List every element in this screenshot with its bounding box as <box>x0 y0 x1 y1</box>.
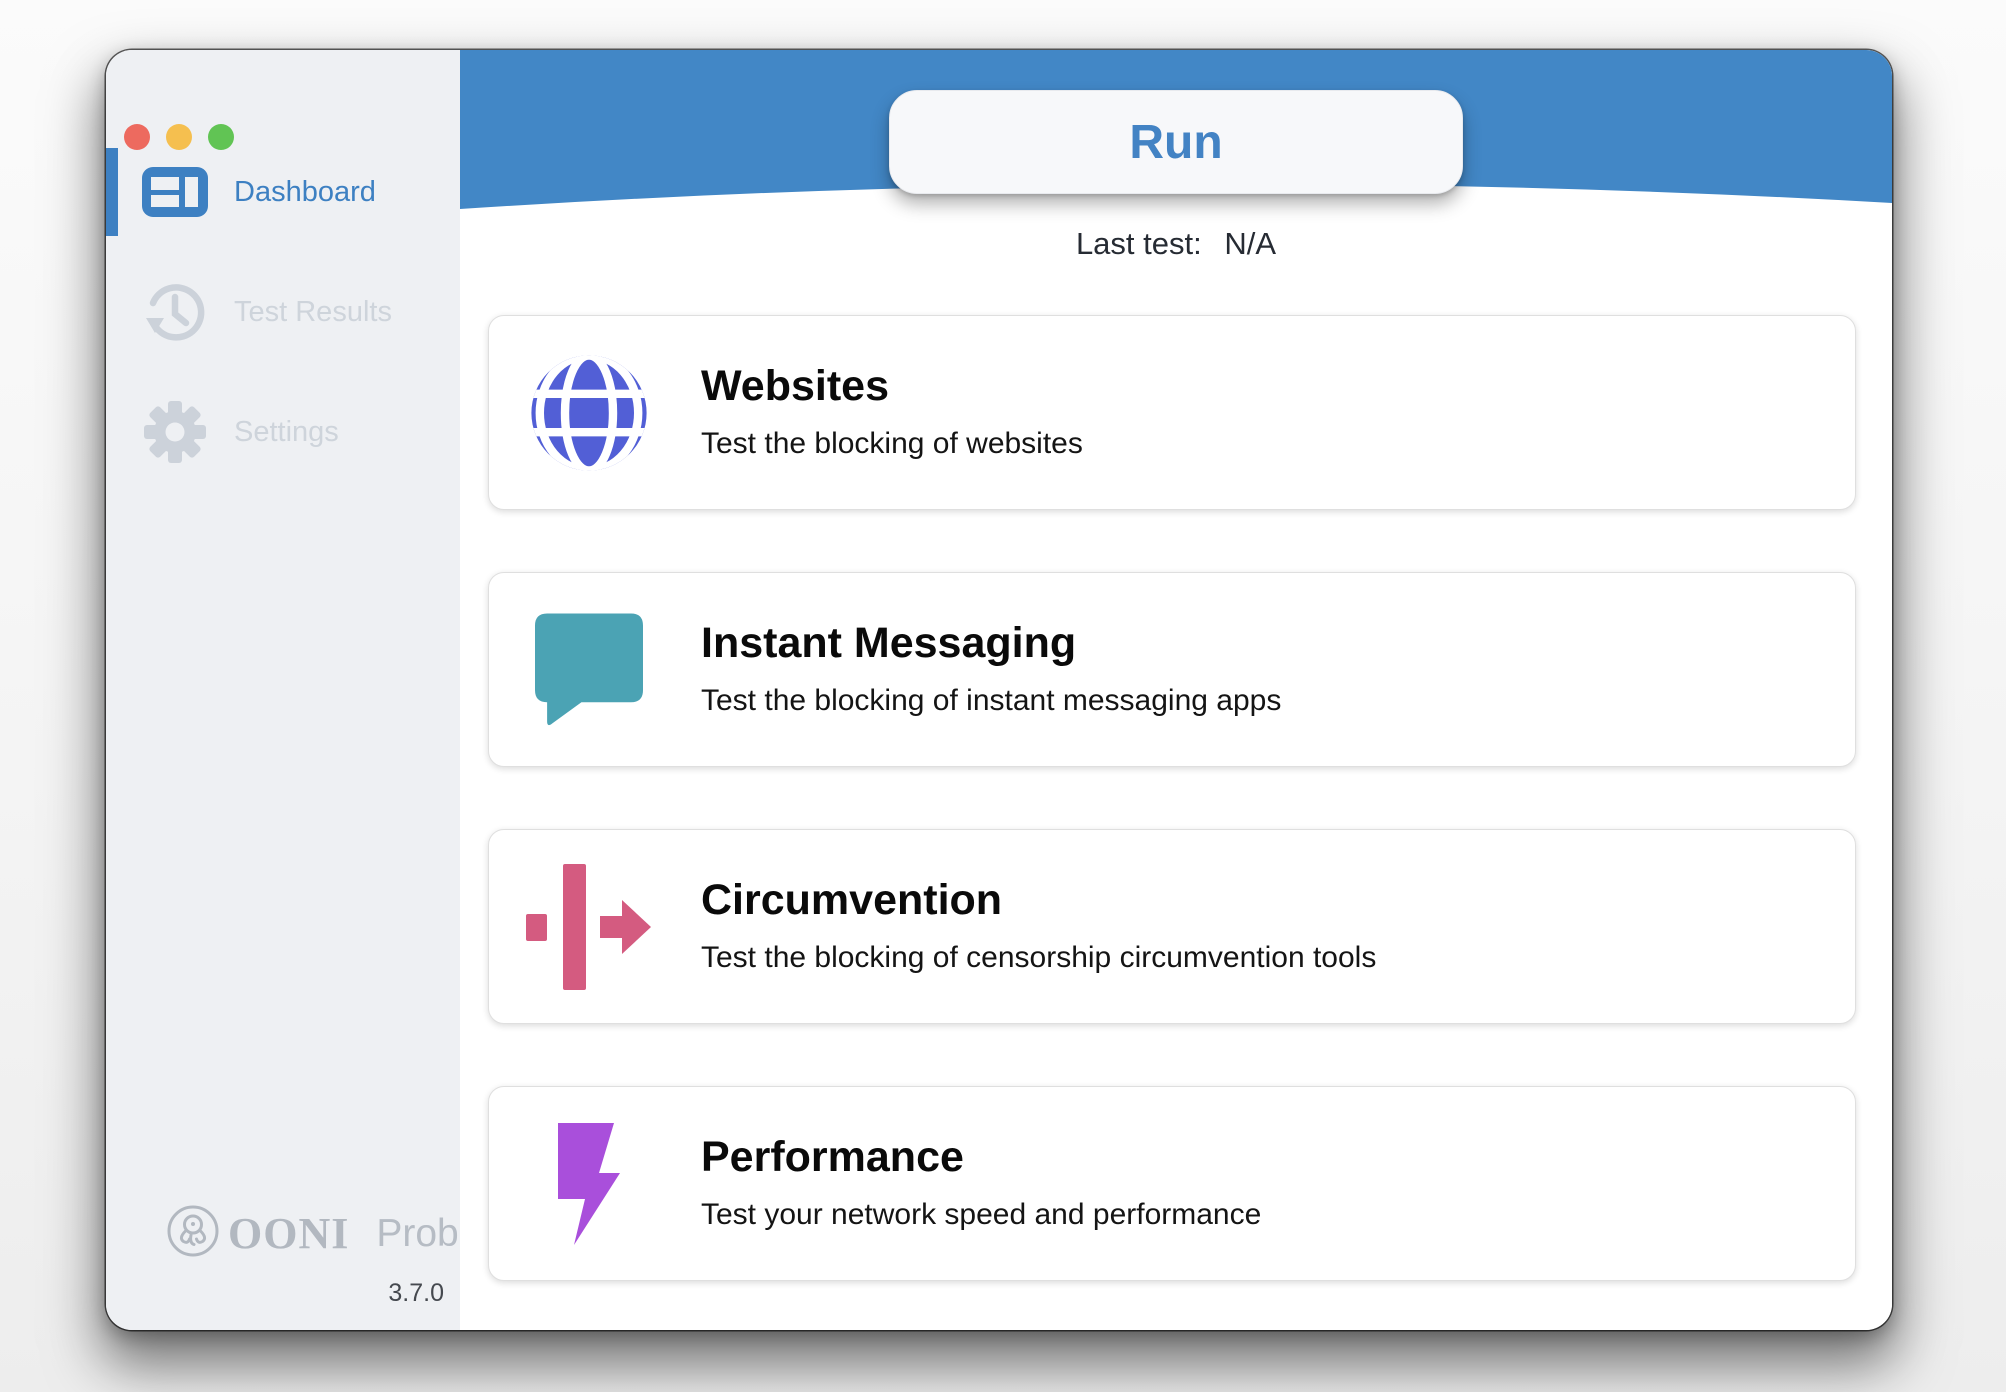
sidebar-footer: OONI Probe 3.7.0 <box>106 1204 480 1308</box>
card-instant-messaging[interactable]: Instant Messaging Test the blocking of i… <box>488 572 1856 767</box>
card-title: Circumvention <box>701 876 1003 925</box>
dashboard-icon <box>142 167 208 217</box>
sidebar-item-test-results[interactable]: Test Results <box>106 252 460 372</box>
close-button[interactable] <box>124 124 150 150</box>
card-websites[interactable]: Websites Test the blocking of websites <box>488 315 1856 510</box>
globe-icon <box>526 353 651 473</box>
last-test-value: N/A <box>1224 226 1277 261</box>
lightning-bolt-icon <box>526 1122 651 1246</box>
card-title: Instant Messaging <box>701 619 1077 668</box>
chat-bubble-icon <box>526 612 651 727</box>
zoom-button[interactable] <box>208 124 234 150</box>
card-circumvention[interactable]: Circumvention Test the blocking of censo… <box>488 829 1856 1024</box>
split-bar-arrow-icon <box>526 863 651 990</box>
sidebar-item-label: Dashboard <box>234 175 376 208</box>
last-test-status: Last test: N/A <box>460 226 1892 262</box>
app-window: Dashboard Test Results <box>106 50 1892 1330</box>
gear-icon <box>142 400 208 464</box>
minimize-button[interactable] <box>166 124 192 150</box>
active-indicator <box>106 148 118 236</box>
window-controls <box>124 124 234 150</box>
octopus-logo-icon <box>166 1204 220 1263</box>
sidebar-item-label: Settings <box>234 415 339 448</box>
card-performance[interactable]: Performance Test your network speed and … <box>488 1086 1856 1281</box>
sidebar-item-label: Test Results <box>234 295 392 328</box>
ooni-probe-logo: OONI Probe <box>106 1204 480 1263</box>
run-button-label: Run <box>1129 115 1223 169</box>
main-content: Run Last test: N/A <box>460 50 1892 1330</box>
sidebar-nav: Dashboard Test Results <box>106 132 460 492</box>
sidebar-item-settings[interactable]: Settings <box>106 372 460 492</box>
card-title: Performance <box>701 1133 964 1182</box>
brand-name: OONI <box>228 1209 350 1258</box>
run-button[interactable]: Run <box>889 90 1463 194</box>
last-test-label: Last test: <box>1075 226 1202 261</box>
card-subtitle: Test the blocking of censorship circumve… <box>701 940 1377 974</box>
history-icon <box>142 280 208 344</box>
card-subtitle: Test your network speed and performance <box>701 1197 1262 1231</box>
sidebar: Dashboard Test Results <box>106 50 480 1330</box>
app-version: 3.7.0 <box>388 1279 444 1307</box>
card-title: Websites <box>701 362 889 411</box>
sidebar-item-dashboard[interactable]: Dashboard <box>106 132 460 252</box>
card-subtitle: Test the blocking of websites <box>701 426 1083 460</box>
card-subtitle: Test the blocking of instant messaging a… <box>701 683 1282 717</box>
